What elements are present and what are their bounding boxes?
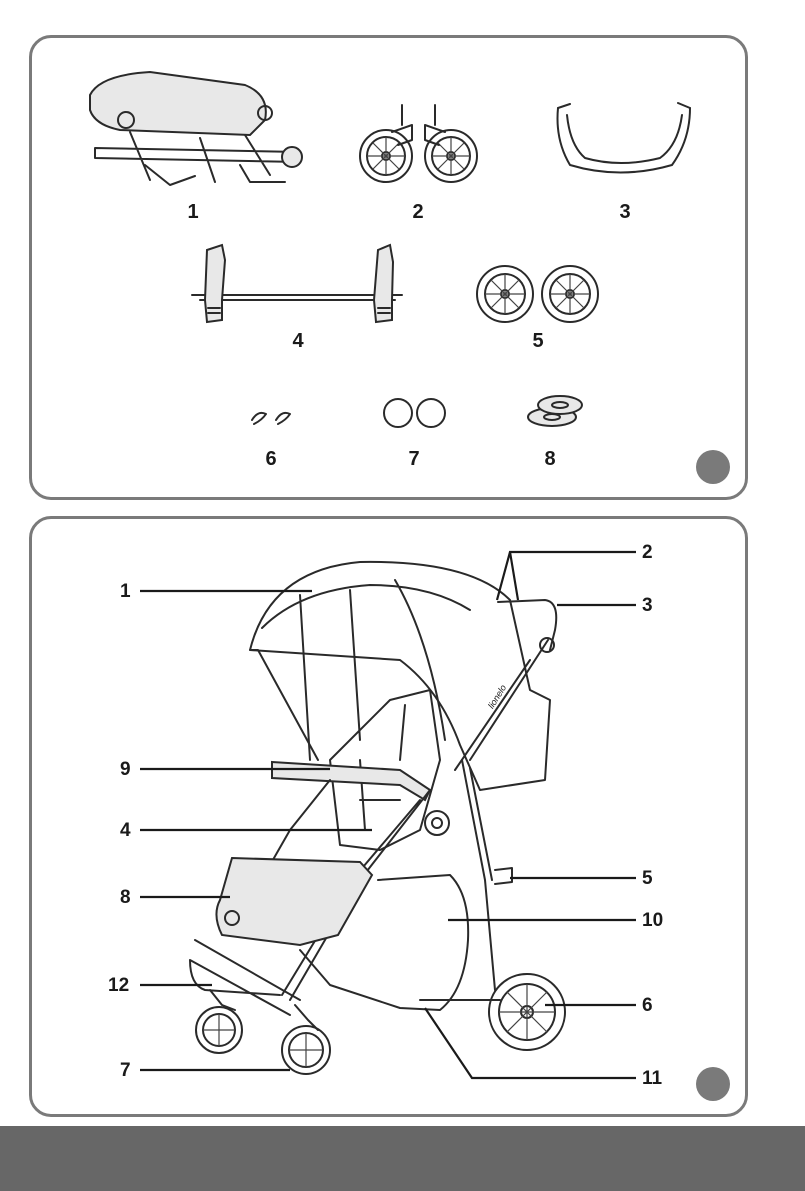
callout-1: 1 bbox=[120, 582, 131, 601]
callout-6: 6 bbox=[642, 996, 653, 1015]
callout-5: 5 bbox=[642, 869, 653, 888]
callout-7: 7 bbox=[120, 1061, 131, 1080]
callout-12: 12 bbox=[108, 976, 129, 995]
callout-9: 9 bbox=[120, 760, 131, 779]
callout-8: 8 bbox=[120, 888, 131, 907]
callout-3: 3 bbox=[642, 596, 653, 615]
callout-10: 10 bbox=[642, 911, 663, 930]
page-marker-dot-bottom bbox=[696, 1067, 730, 1101]
callout-lines bbox=[140, 552, 636, 1078]
callout-2: 2 bbox=[642, 543, 653, 562]
callout-11: 11 bbox=[642, 1069, 662, 1088]
page-footer-bar bbox=[0, 1126, 805, 1191]
callout-4: 4 bbox=[120, 821, 131, 840]
